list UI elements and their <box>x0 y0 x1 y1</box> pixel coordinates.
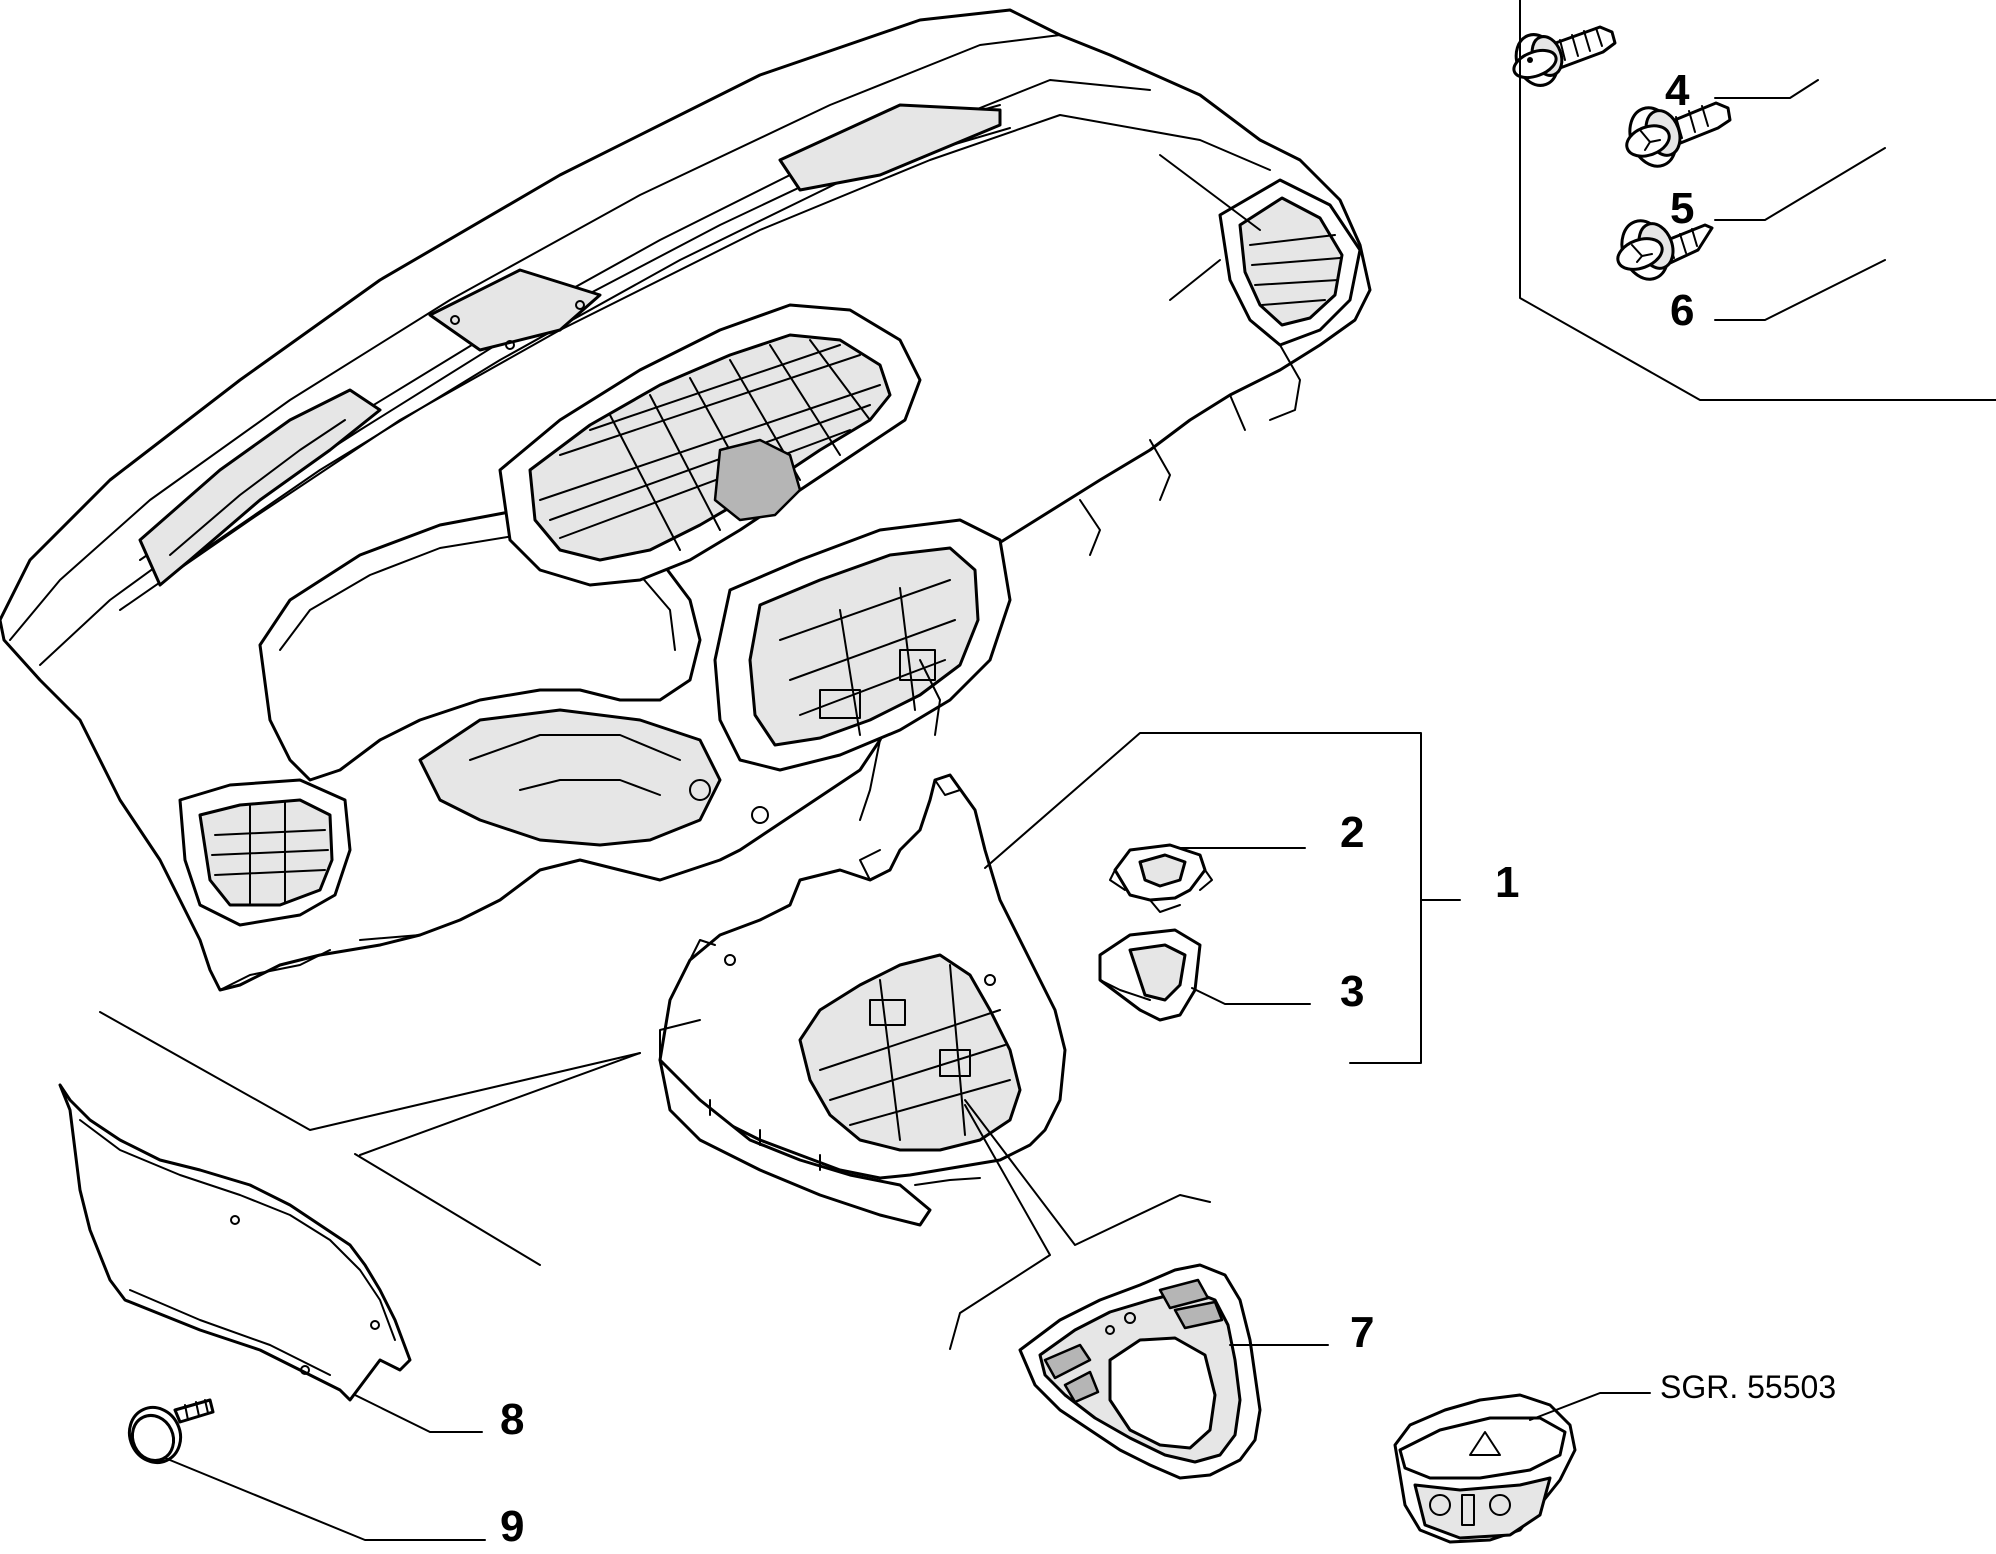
clip-3 <box>1098 928 1202 1022</box>
gear-shift-bezel-7 <box>1018 1263 1262 1480</box>
cover-panel-8 <box>58 1083 412 1402</box>
callout-8: 8 <box>500 1395 524 1444</box>
callout-5: 5 <box>1670 184 1694 233</box>
screw-4 <box>1512 25 1617 87</box>
callout-9: 9 <box>500 1502 524 1551</box>
callout-4: 4 <box>1665 66 1690 115</box>
callout-2: 2 <box>1340 808 1364 857</box>
leader-lines <box>99 0 1996 1541</box>
callout-1: 1 <box>1495 858 1519 907</box>
dashboard-assembly <box>0 8 1372 992</box>
callout-labels: 1 2 3 4 5 6 7 8 9 SGR. 55503 <box>500 66 1836 1551</box>
clip-2 <box>1109 843 1213 913</box>
push-rivet-9 <box>127 1398 215 1464</box>
callout-7: 7 <box>1350 1308 1374 1357</box>
callout-3: 3 <box>1340 967 1364 1016</box>
screw-6 <box>1616 219 1714 281</box>
callout-6: 6 <box>1670 286 1694 335</box>
hazard-switch <box>1393 1393 1577 1544</box>
screw-5 <box>1625 101 1732 168</box>
reference-code: SGR. 55503 <box>1660 1369 1836 1405</box>
